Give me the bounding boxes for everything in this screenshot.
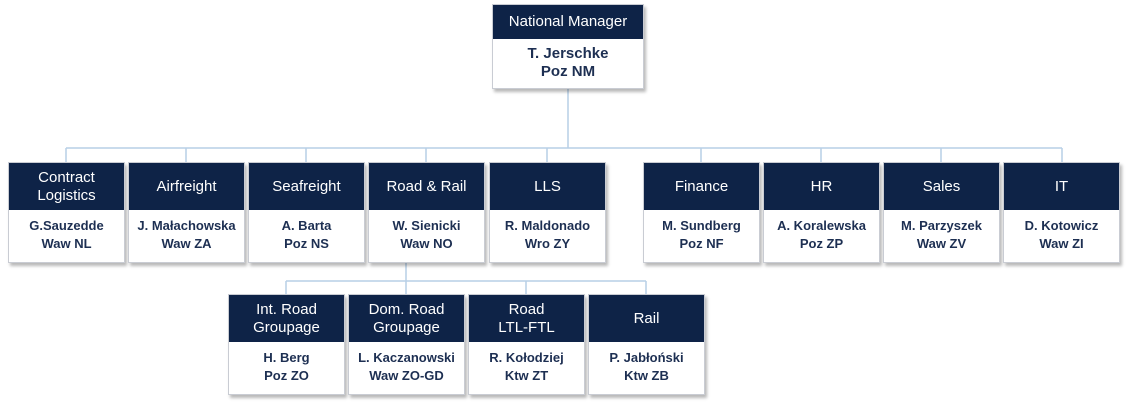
node-sales: Sales M. Parzyszek Waw ZV — [883, 162, 1000, 263]
node-title: IT — [1004, 163, 1119, 210]
node-person-name: H. Berg — [263, 350, 310, 365]
node-location-code: Ktw ZB — [624, 368, 669, 383]
node-dom-road-groupage: Dom. Road Groupage L. Kaczanowski Waw ZO… — [348, 294, 465, 395]
node-lls: LLS R. Maldonado Wro ZY — [489, 162, 606, 263]
node-location-code: Waw ZO-GD — [369, 368, 444, 383]
node-national-manager: National Manager T. Jerschke Poz NM — [492, 4, 644, 89]
node-person-name: J. Małachowska — [137, 218, 236, 233]
node-location-code: Ktw ZT — [504, 368, 549, 383]
node-title: Seafreight — [249, 163, 364, 210]
node-title: Airfreight — [129, 163, 244, 210]
node-it: IT D. Kotowicz Waw ZI — [1003, 162, 1120, 263]
node-person-name: M. Sundberg — [662, 218, 741, 233]
node-title: Road & Rail — [369, 163, 484, 210]
node-title: Contract Logistics — [9, 163, 124, 210]
node-body: H. Berg Poz ZO — [229, 340, 344, 394]
node-seafreight: Seafreight A. Barta Poz NS — [248, 162, 365, 263]
node-title: Sales — [884, 163, 999, 210]
node-finance: Finance M. Sundberg Poz NF — [643, 162, 760, 263]
node-title: Dom. Road Groupage — [349, 295, 464, 342]
node-location-code: Poz NM — [540, 62, 596, 80]
node-title: Int. Road Groupage — [229, 295, 344, 342]
node-body: A. Koralewska Poz ZP — [764, 208, 879, 262]
node-body: D. Kotowicz Waw ZI — [1004, 208, 1119, 262]
node-person-name: T. Jerschke — [527, 44, 609, 62]
node-title: Rail — [589, 295, 704, 342]
node-road-ltl-ftl: Road LTL-FTL R. Kołodziej Ktw ZT — [468, 294, 585, 395]
node-body: P. Jabłoński Ktw ZB — [589, 340, 704, 394]
node-person-name: M. Parzyszek — [901, 218, 982, 233]
node-person-name: A. Barta — [281, 218, 332, 233]
node-body: W. Sienicki Waw NO — [369, 208, 484, 262]
node-hr: HR A. Koralewska Poz ZP — [763, 162, 880, 263]
node-location-code: Waw ZA — [161, 236, 212, 251]
node-title: LLS — [490, 163, 605, 210]
node-body: A. Barta Poz NS — [249, 208, 364, 262]
node-body: L. Kaczanowski Waw ZO-GD — [349, 340, 464, 394]
node-location-code: Waw ZV — [916, 236, 967, 251]
node-int-road-groupage: Int. Road Groupage H. Berg Poz ZO — [228, 294, 345, 395]
node-location-code: Waw ZI — [1039, 236, 1084, 251]
node-location-code: Waw NO — [400, 236, 453, 251]
node-person-name: R. Maldonado — [504, 218, 591, 233]
node-body: M. Parzyszek Waw ZV — [884, 208, 999, 262]
node-road-rail: Road & Rail W. Sienicki Waw NO — [368, 162, 485, 263]
node-location-code: Poz NF — [679, 236, 724, 251]
node-person-name: W. Sienicki — [392, 218, 461, 233]
node-location-code: Poz ZP — [799, 236, 844, 251]
node-body: R. Kołodziej Ktw ZT — [469, 340, 584, 394]
node-person-name: L. Kaczanowski — [358, 350, 455, 365]
node-airfreight: Airfreight J. Małachowska Waw ZA — [128, 162, 245, 263]
node-title: National Manager — [493, 5, 643, 39]
node-location-code: Poz NS — [284, 236, 329, 251]
node-person-name: R. Kołodziej — [489, 350, 564, 365]
node-body: M. Sundberg Poz NF — [644, 208, 759, 262]
node-body: G.Sauzedde Waw NL — [9, 208, 124, 262]
node-contract-logistics: Contract Logistics G.Sauzedde Waw NL — [8, 162, 125, 263]
node-person-name: G.Sauzedde — [29, 218, 104, 233]
node-title: HR — [764, 163, 879, 210]
node-location-code: Waw NL — [41, 236, 92, 251]
node-body: J. Małachowska Waw ZA — [129, 208, 244, 262]
node-location-code: Poz ZO — [264, 368, 309, 383]
node-person-name: P. Jabłoński — [609, 350, 684, 365]
node-rail: Rail P. Jabłoński Ktw ZB — [588, 294, 705, 395]
node-body: R. Maldonado Wro ZY — [490, 208, 605, 262]
node-person-name: D. Kotowicz — [1024, 218, 1099, 233]
node-title: Finance — [644, 163, 759, 210]
node-body: T. Jerschke Poz NM — [493, 37, 643, 88]
node-location-code: Wro ZY — [524, 236, 571, 251]
node-person-name: A. Koralewska — [777, 218, 866, 233]
node-title: Road LTL-FTL — [469, 295, 584, 342]
